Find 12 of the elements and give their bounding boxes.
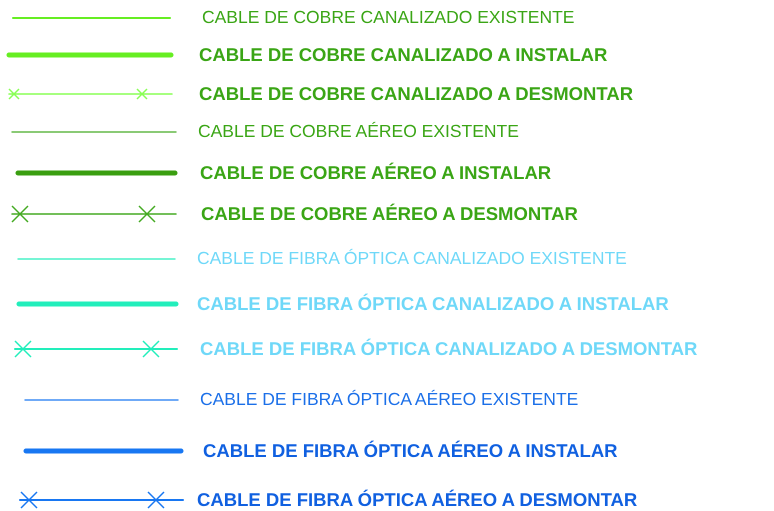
legend-label: CABLE DE FIBRA ÓPTICA CANALIZADO EXISTENTE [197, 250, 627, 268]
legend-label: CABLE DE COBRE AÉREO A DESMONTAR [201, 205, 578, 224]
legend-label: CABLE DE COBRE CANALIZADO EXISTENTE [202, 9, 574, 26]
legend-label: CABLE DE FIBRA ÓPTICA AÉREO A INSTALAR [203, 442, 618, 460]
legend-label: CABLE DE COBRE AÉREO EXISTENTE [198, 123, 519, 140]
legend-label: CABLE DE FIBRA ÓPTICA CANALIZADO A DESMONTAR [200, 340, 698, 358]
legend-label: CABLE DE COBRE CANALIZADO A INSTALAR [199, 46, 608, 64]
legend-label: CABLE DE FIBRA ÓPTICA CANALIZADO A INSTALAR [197, 295, 669, 314]
legend-label: CABLE DE FIBRA ÓPTICA AÉREO EXISTENTE [200, 391, 578, 408]
legend-label: CABLE DE COBRE CANALIZADO A DESMONTAR [199, 85, 634, 104]
legend-label: CABLE DE FIBRA ÓPTICA AÉREO A DESMONTAR [197, 491, 638, 510]
legend-label: CABLE DE COBRE AÉREO A INSTALAR [200, 164, 552, 182]
